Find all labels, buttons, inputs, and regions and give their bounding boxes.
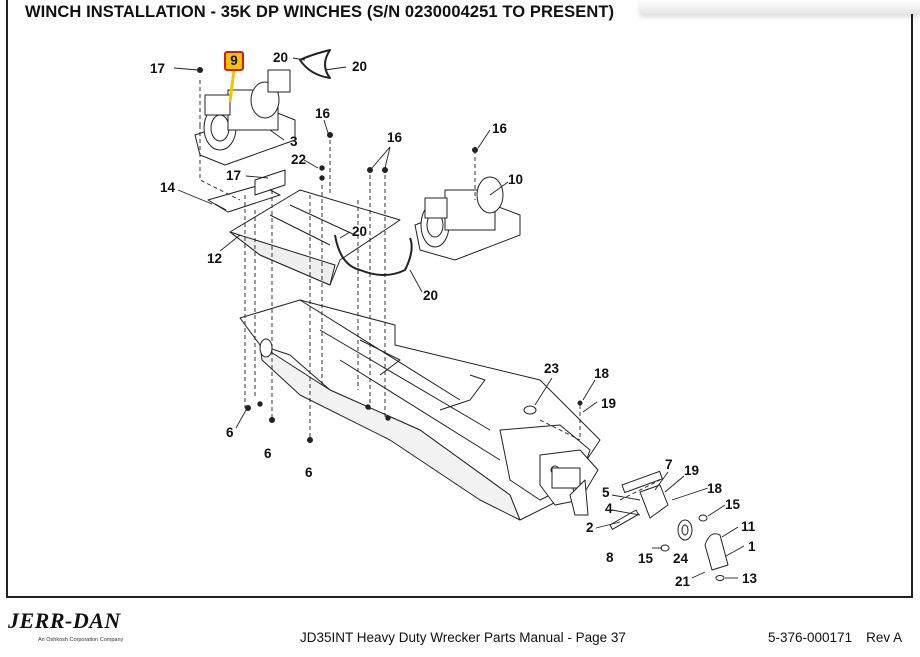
callout-16: 16 [492, 121, 508, 136]
callout-2: 2 [586, 520, 594, 535]
page-title: WINCH INSTALLATION - 35K DP WINCHES (S/N… [25, 3, 615, 21]
manual-page-label: JD35INT Heavy Duty Wrecker Parts Manual … [300, 630, 626, 645]
callout-14: 14 [160, 180, 176, 195]
jerr-dan-logo: JERR-DAN [8, 608, 121, 633]
document-number: 5-376-000171 [768, 630, 853, 645]
document-info: 5-376-000171 Rev A [768, 630, 902, 645]
callout-3: 3 [290, 134, 298, 149]
callout-10: 10 [508, 172, 523, 187]
callout-5: 5 [602, 485, 610, 500]
callout-19: 19 [601, 396, 616, 411]
mounting-plate [229, 189, 401, 286]
callout-1: 1 [748, 539, 756, 554]
callout-9-highlighted[interactable]: 9 [230, 53, 238, 68]
callout-20: 20 [423, 288, 438, 303]
winch-cables [299, 49, 413, 276]
callout-20: 20 [352, 59, 367, 74]
callout-11: 11 [741, 519, 756, 534]
pin-and-sheave-parts [523, 405, 729, 581]
svg-text:JERR-DAN: JERR-DAN [8, 608, 121, 633]
callout-18: 18 [707, 481, 723, 496]
bolt-leader-lines [199, 80, 661, 501]
page-frame [6, 0, 913, 598]
callout-15: 15 [638, 551, 654, 566]
callout-17: 17 [226, 168, 241, 183]
callout-16: 16 [315, 106, 331, 121]
exploded-parts-diagram: 17 20 20 3 16 16 16 22 17 14 10 20 12 20… [150, 49, 758, 589]
callout-6: 6 [305, 465, 313, 480]
winch-left [194, 69, 296, 166]
bolt-heads [197, 67, 583, 443]
callout-4: 4 [605, 501, 613, 516]
highlight-leader [228, 69, 236, 103]
callout-20: 20 [273, 50, 288, 65]
callout-6: 6 [264, 446, 272, 461]
callout-22: 22 [291, 152, 306, 167]
callout-17: 17 [150, 61, 165, 76]
callout-7: 7 [665, 457, 673, 472]
callout-20: 20 [352, 224, 367, 239]
callout-labels: 17 20 20 3 16 16 16 22 17 14 10 20 12 20… [150, 50, 758, 589]
callout-24: 24 [673, 551, 689, 566]
callout-21: 21 [675, 574, 691, 589]
callout-12: 12 [207, 251, 222, 266]
logo-tagline: An Oshkosh Corporation Company [38, 637, 124, 643]
callout-15: 15 [725, 497, 741, 512]
callout-16: 16 [387, 130, 403, 145]
highlight-marker[interactable] [224, 51, 244, 71]
winch-right [414, 176, 521, 261]
boom-assembly [239, 299, 601, 521]
callout-18: 18 [594, 366, 610, 381]
header-shadow [640, 0, 920, 14]
callout-23: 23 [544, 361, 560, 376]
callout-leaders [173, 57, 745, 579]
revision-label: Rev A [866, 630, 903, 645]
callout-6: 6 [226, 425, 234, 440]
callout-19: 19 [684, 463, 699, 478]
callout-13: 13 [742, 571, 758, 586]
callout-8: 8 [606, 550, 614, 565]
